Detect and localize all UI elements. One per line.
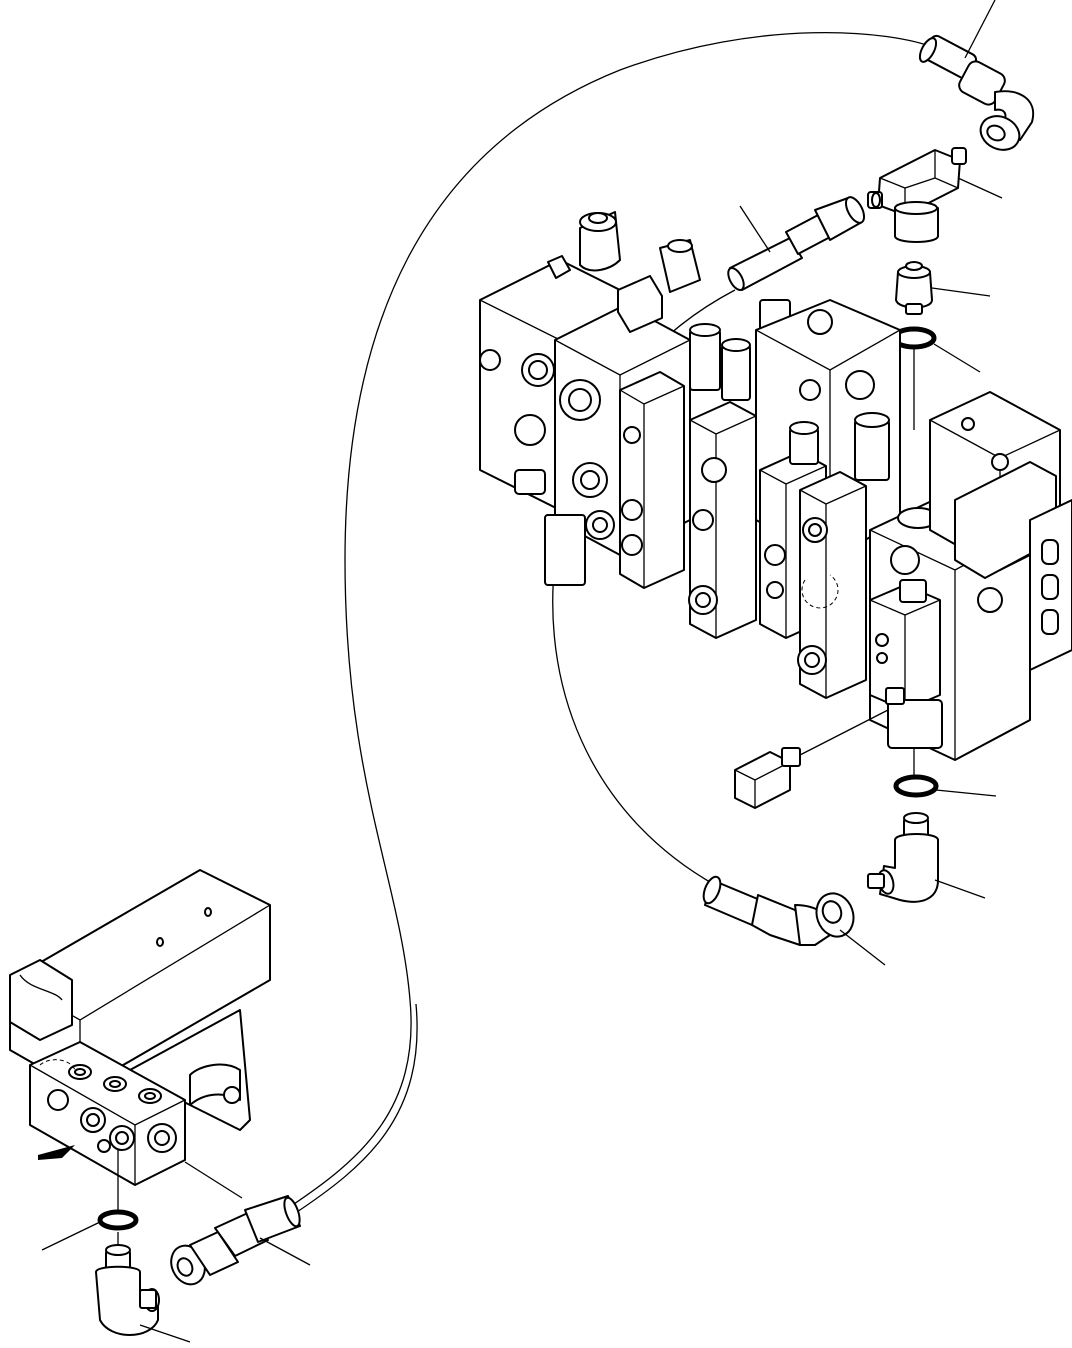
o-ring-lower-right[interactable] <box>893 774 939 798</box>
hose-swivel-end-lower[interactable] <box>700 874 859 946</box>
callout-leader-5 <box>933 343 981 373</box>
callout-leader-9 <box>41 1221 101 1251</box>
callout-leader-1 <box>964 0 996 59</box>
mounting-bracket <box>9 869 271 1131</box>
callout-leader-11 <box>259 1237 311 1266</box>
callout-leader-3 <box>739 205 771 253</box>
callout-leader-4 <box>931 287 991 297</box>
elbow-fitting-right[interactable] <box>867 812 939 903</box>
hose-swivel-end-top[interactable] <box>917 34 1035 156</box>
hose-swivel-end-valve[interactable] <box>725 194 868 292</box>
callout-leader-7 <box>934 879 986 899</box>
o-ring-left[interactable] <box>97 1209 139 1231</box>
tee-fitting[interactable] <box>867 147 967 243</box>
direction-arrow <box>38 1145 75 1160</box>
straight-connector-lower[interactable] <box>165 1195 303 1290</box>
callout-leader-6 <box>935 789 997 797</box>
sensor-connector[interactable] <box>734 709 889 809</box>
junction-block <box>29 1041 186 1186</box>
callout-leaders <box>41 0 1003 1343</box>
elbow-fitting-left[interactable] <box>95 1244 160 1336</box>
callout-leader-8 <box>839 929 886 966</box>
callout-leader-2 <box>957 177 1003 199</box>
straight-connector-upper[interactable] <box>895 261 933 315</box>
callout-leader-10 <box>139 1324 191 1343</box>
control-valve-assembly <box>479 211 1072 761</box>
callout-leader-12 <box>184 1161 243 1199</box>
